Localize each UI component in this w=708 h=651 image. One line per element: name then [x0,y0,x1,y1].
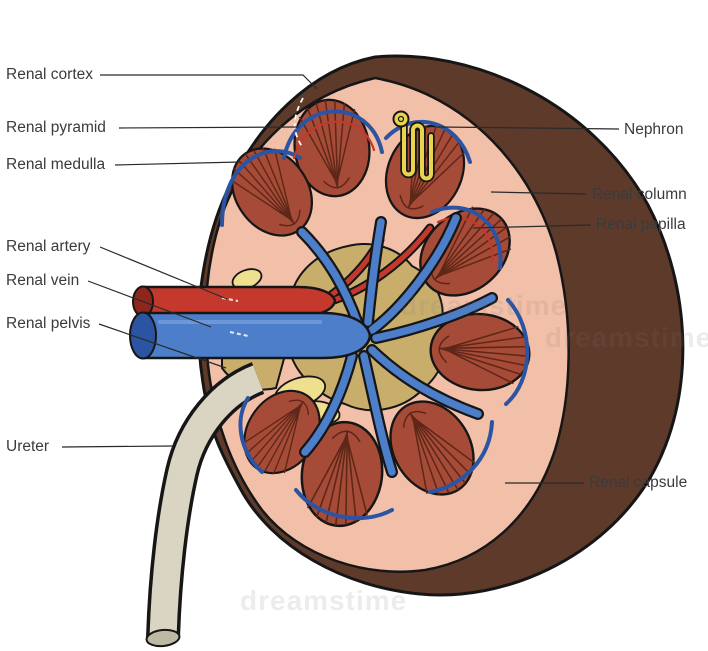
vein-branch [368,214,460,334]
glomerulus [392,110,410,128]
label-renal-pelvis: Renal pelvis [6,315,91,332]
leader-line-renal-papilla [472,224,592,229]
label-nephron: Nephron [624,121,684,138]
label-renal-pyramid: Renal pyramid [6,119,106,136]
vein-specular [229,331,249,337]
vein-open-end [129,311,157,360]
arcuate-vein [430,205,503,270]
renal-vein-trunk [129,311,372,360]
arcuate-vein [428,420,494,494]
vein-tube [140,311,372,360]
leader-line-renal-pyramid [118,126,300,129]
arcuate-artery [436,216,494,264]
leader-line-nephron [437,126,620,130]
label-renal-papilla: Renal papilla [596,216,686,233]
arcuate-vein [282,109,384,160]
arcuate-vein [294,488,394,521]
nephron-structure [392,110,435,183]
vein-branch [372,294,496,342]
leader-line-renal-artery [99,246,228,300]
ureter-fill [149,365,264,639]
label-renal-capsule: Renal capsule [589,474,688,491]
vein-branch [368,346,482,418]
label-ureter: Ureter [6,438,50,455]
nephron-tubule [402,123,433,181]
leader-line-renal-cortex [100,74,318,90]
leader-line-renal-column [490,191,587,195]
arcuate-vein [220,149,302,227]
vein-branch [298,228,362,328]
leader-line-renal-medulla [114,161,241,166]
label-renal-artery: Renal artery [6,238,91,255]
arcuate-vein [504,298,530,406]
leader-lines [61,74,620,484]
label-renal-cortex: Renal cortex [6,66,94,83]
label-renal-medulla: Renal medulla [6,156,106,173]
ureter-open-end [145,628,181,648]
vein-branch [364,218,385,326]
label-renal-column: Renal column [592,186,687,203]
glomerulus-core [397,115,405,123]
leader-line-renal-vein [87,280,212,328]
arcuate-vein [384,120,472,164]
cortex-dashed-line [293,97,304,149]
arcuate-vein [238,396,264,474]
leader-line-ureter [61,445,174,448]
renal-vein-branches [296,212,498,478]
leader-line-renal-pelvis [98,323,227,369]
arcuate-vessels [220,109,530,521]
label-renal-vein: Renal vein [6,272,80,289]
vein-branch [360,352,396,476]
vein-branch [301,352,356,456]
ureter-tube [145,362,265,648]
